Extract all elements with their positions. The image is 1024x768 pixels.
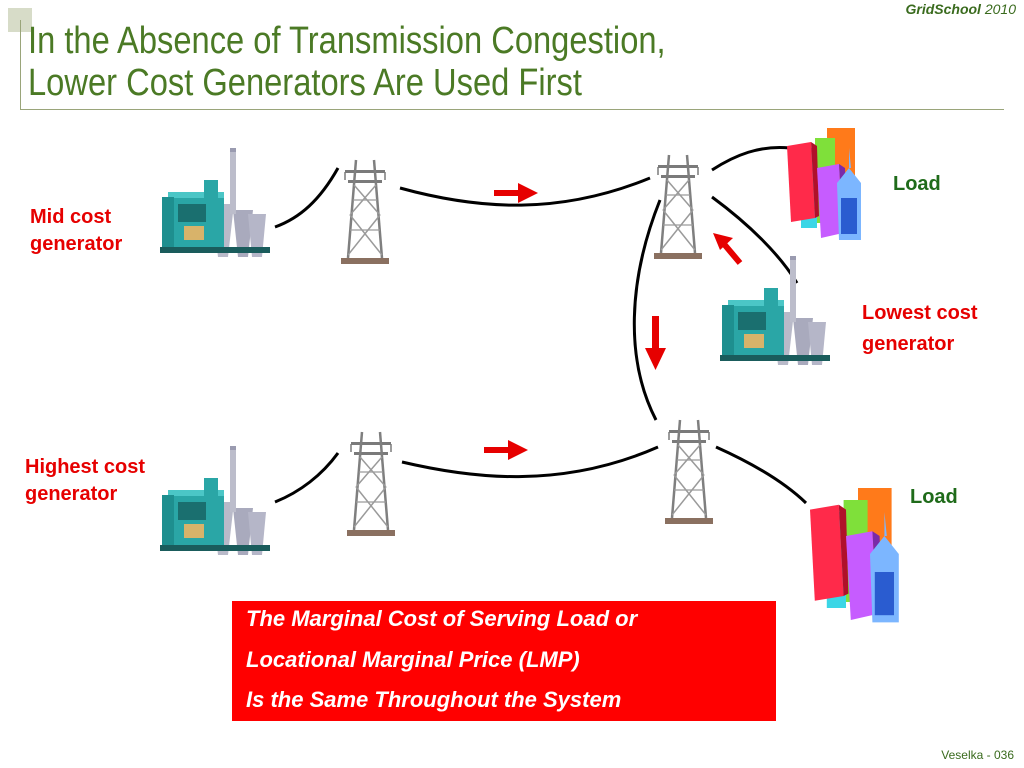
- title-left-rule: [20, 20, 21, 110]
- power-plant-icon: [720, 256, 830, 365]
- city-buildings-icon: [810, 488, 899, 623]
- brand-year: 2010: [984, 1, 1016, 17]
- mid-cost-generator-label: Mid cost generator: [30, 204, 122, 258]
- lmp-callout-line2: Locational Marginal Price (LMP): [246, 647, 580, 672]
- lmp-callout-line1: The Marginal Cost of Serving Load or: [246, 606, 638, 631]
- lmp-callout-box: The Marginal Cost of Serving Load or Loc…: [232, 601, 776, 721]
- line-mid-generator-to-tower: [274, 167, 340, 229]
- transmission-tower-icon: [339, 158, 391, 266]
- highest-cost-generator-label: Highest cost generator: [25, 454, 145, 508]
- load-label-top: Load: [893, 173, 941, 195]
- lmp-callout-line3: Is the Same Throughout the System: [246, 687, 622, 712]
- lowest-cost-generator-label: Lowest cost generator: [862, 298, 978, 360]
- title-line-1: In the Absence of Transmission Congestio…: [28, 20, 666, 62]
- line-tower3-to-tower4: [401, 445, 659, 479]
- flow-arrow-icon: [713, 233, 743, 265]
- transmission-tower-icon: [345, 430, 397, 538]
- flow-arrow-icon: [484, 440, 528, 460]
- page-title: In the Absence of Transmission Congestio…: [28, 20, 666, 104]
- mid-cost-label-line1: Mid cost: [30, 206, 112, 228]
- power-plant-icon: [160, 148, 270, 257]
- flow-arrow-icon: [494, 183, 538, 203]
- lowest-cost-label-line2: generator: [862, 333, 955, 355]
- lowest-cost-label-line1: Lowest cost: [862, 302, 978, 324]
- line-tower2-to-tower4: [632, 199, 662, 421]
- transmission-tower-icon: [652, 153, 704, 261]
- brand-name: GridSchool: [905, 1, 981, 17]
- line-tower1-to-tower2: [399, 176, 651, 207]
- transmission-tower-icon: [663, 418, 715, 526]
- highest-cost-label-line1: Highest cost: [25, 456, 146, 478]
- line-highest-generator-to-tower3: [274, 452, 340, 504]
- line-tower2-to-top-load: [711, 145, 791, 172]
- highest-cost-label-line2: generator: [25, 483, 118, 505]
- flow-arrow-icon: [645, 316, 666, 370]
- power-plant-icon: [160, 446, 270, 555]
- city-buildings-icon: [787, 128, 861, 240]
- title-bottom-rule: [20, 109, 1004, 110]
- line-tower4-to-bottom-load: [715, 445, 808, 505]
- slide-footer: Veselka - 036: [941, 748, 1014, 762]
- title-line-2: Lower Cost Generators Are Used First: [28, 62, 582, 104]
- load-label-bottom: Load: [910, 486, 958, 508]
- mid-cost-label-line2: generator: [30, 233, 123, 255]
- brand-mark: GridSchool 2010: [906, 1, 1017, 17]
